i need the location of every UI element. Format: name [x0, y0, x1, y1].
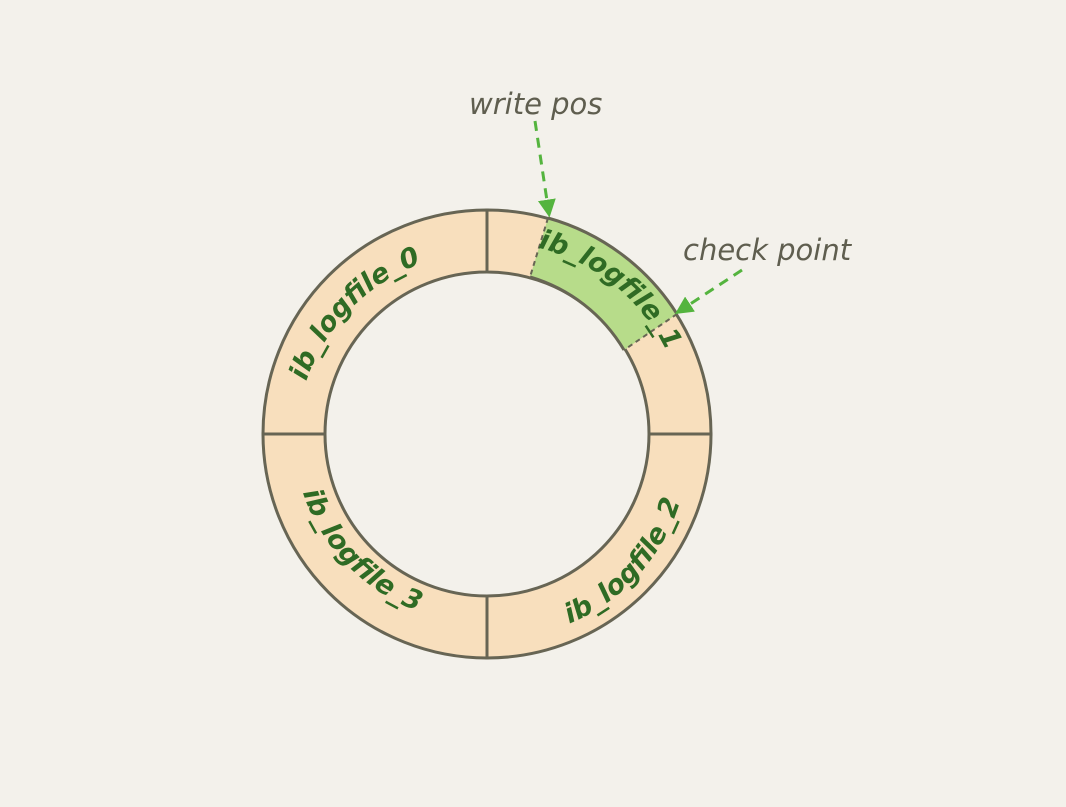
log-ring	[261, 208, 713, 660]
write-pos-boundary	[529, 217, 549, 278]
check-point-boundary	[623, 313, 678, 351]
callouts: write pos check point	[469, 87, 853, 314]
segment-ib-logfile-0	[261, 208, 489, 436]
check-point-arrow	[674, 268, 743, 314]
highlight-inner-edge	[529, 275, 626, 351]
segment-ib-logfile-2	[485, 432, 713, 660]
segment-ib-logfile-3	[261, 432, 489, 660]
write-pos-arrow	[533, 120, 556, 218]
highlight-outer-edge	[547, 216, 679, 315]
segment-labels: ib_logfile_0 ib_logfile_1 ib_logfile_2 i…	[284, 224, 688, 630]
check-point-label: check point	[683, 233, 853, 267]
highlight-written-region	[530, 218, 677, 350]
write-pos-label: write pos	[469, 87, 602, 121]
